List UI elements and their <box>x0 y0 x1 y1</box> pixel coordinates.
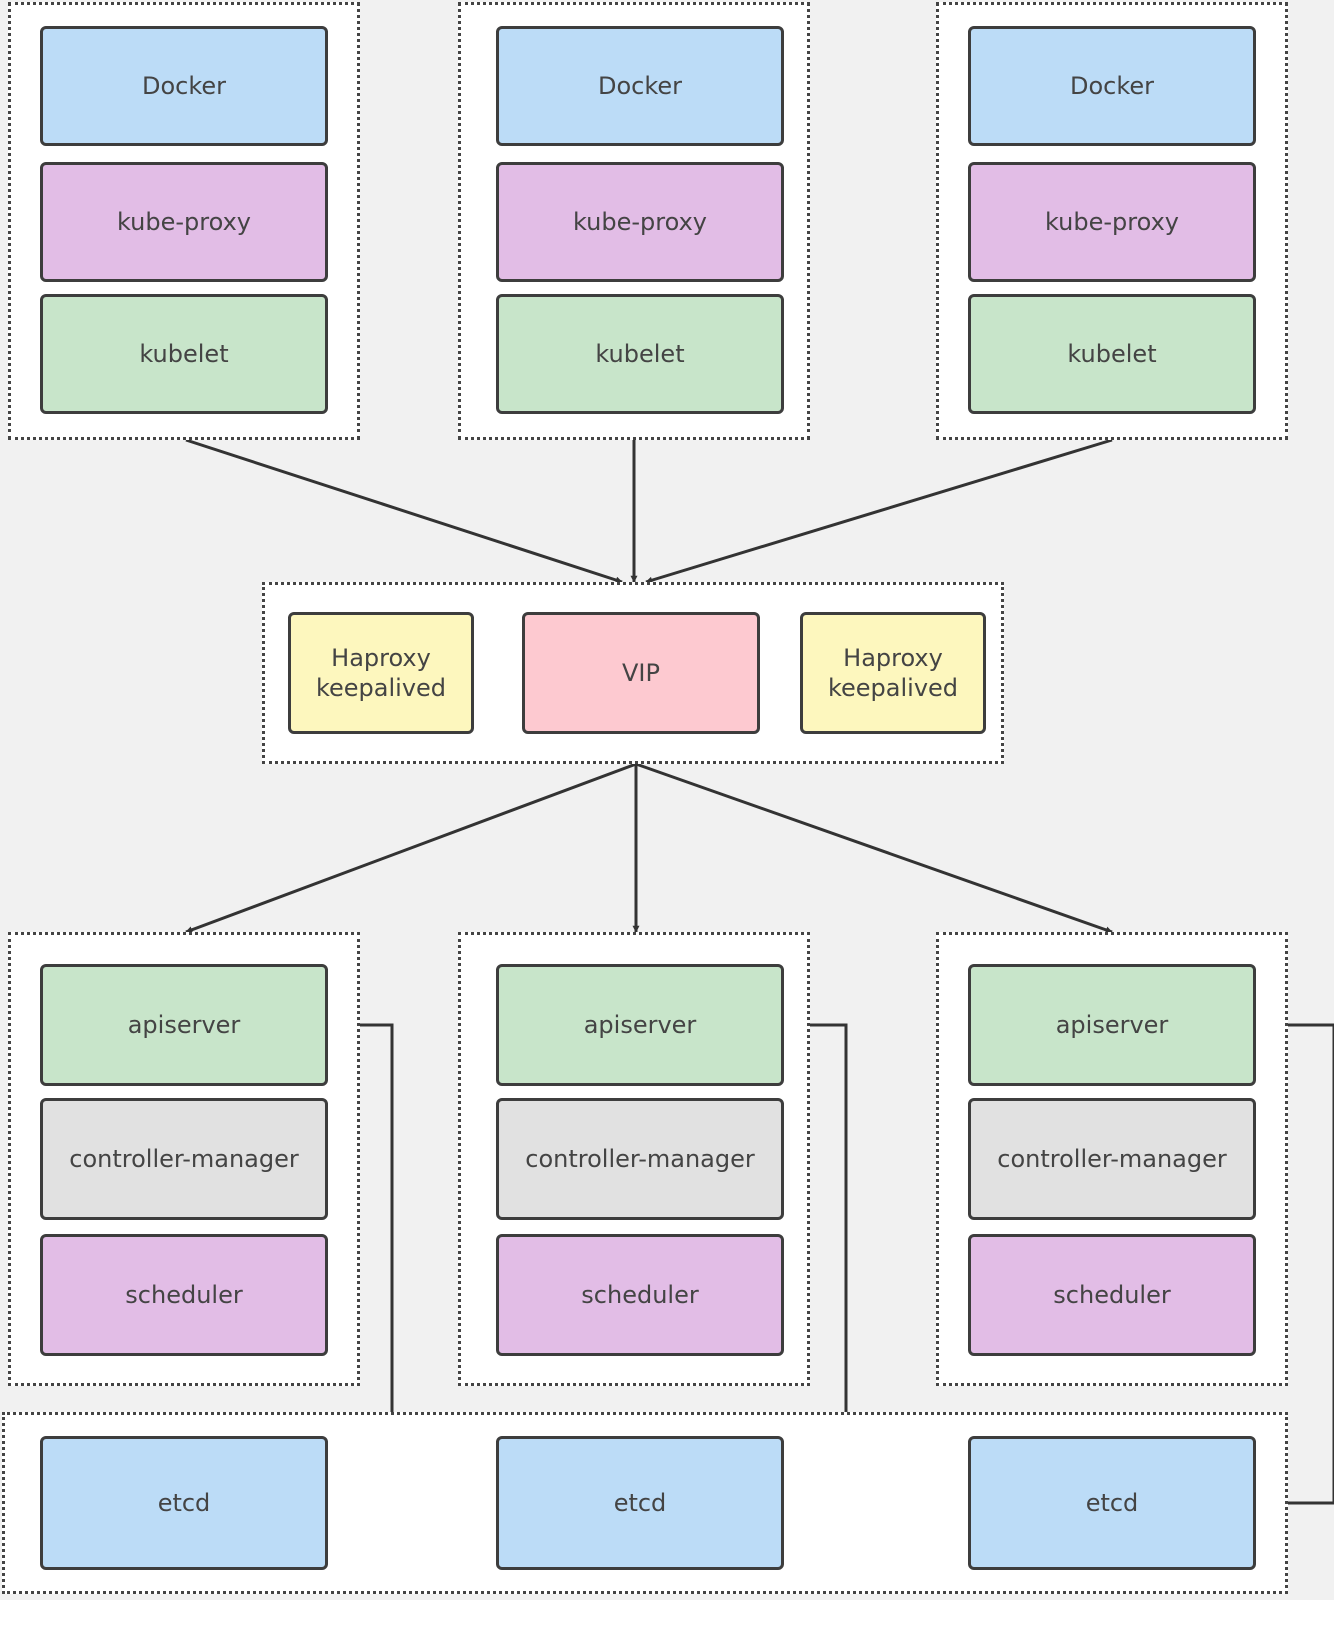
vip-to-master-3-arrow <box>635 762 1113 934</box>
kubelet-box: kubelet <box>968 294 1256 414</box>
apiserver-box: apiserver <box>968 964 1256 1086</box>
vip-to-master-1-arrow <box>185 762 637 934</box>
scheduler-box: scheduler <box>968 1234 1256 1356</box>
kube-proxy-box: kube-proxy <box>496 162 784 282</box>
worker-3-to-vip-arrow <box>645 438 1113 584</box>
etcd-box: etcd <box>496 1436 784 1570</box>
kubelet-box: kubelet <box>496 294 784 414</box>
kube-proxy-box: kube-proxy <box>40 162 328 282</box>
controller-manager-box: controller-manager <box>968 1098 1256 1220</box>
worker-1-to-vip-arrow <box>185 438 623 584</box>
etcd-box: etcd <box>40 1436 328 1570</box>
etcd-box: etcd <box>968 1436 1256 1570</box>
vip-box: VIP <box>522 612 760 734</box>
scheduler-box: scheduler <box>496 1234 784 1356</box>
apiserver-box: apiserver <box>40 964 328 1086</box>
haproxy-keepalived-box: Haproxy keepalived <box>288 612 474 734</box>
kubelet-box: kubelet <box>40 294 328 414</box>
apiserver-box: apiserver <box>496 964 784 1086</box>
controller-manager-box: controller-manager <box>496 1098 784 1220</box>
haproxy-keepalived-box: Haproxy keepalived <box>800 612 986 734</box>
controller-manager-box: controller-manager <box>40 1098 328 1220</box>
docker-box: Docker <box>496 26 784 146</box>
scheduler-box: scheduler <box>40 1234 328 1356</box>
architecture-diagram: Docker kube-proxy kubelet Docker kube-pr… <box>0 0 1334 1600</box>
docker-box: Docker <box>40 26 328 146</box>
connector-layer <box>185 438 1334 1507</box>
docker-box: Docker <box>968 26 1256 146</box>
apiserver-3-to-etcd-arrow <box>1256 1023 1334 1507</box>
kube-proxy-box: kube-proxy <box>968 162 1256 282</box>
